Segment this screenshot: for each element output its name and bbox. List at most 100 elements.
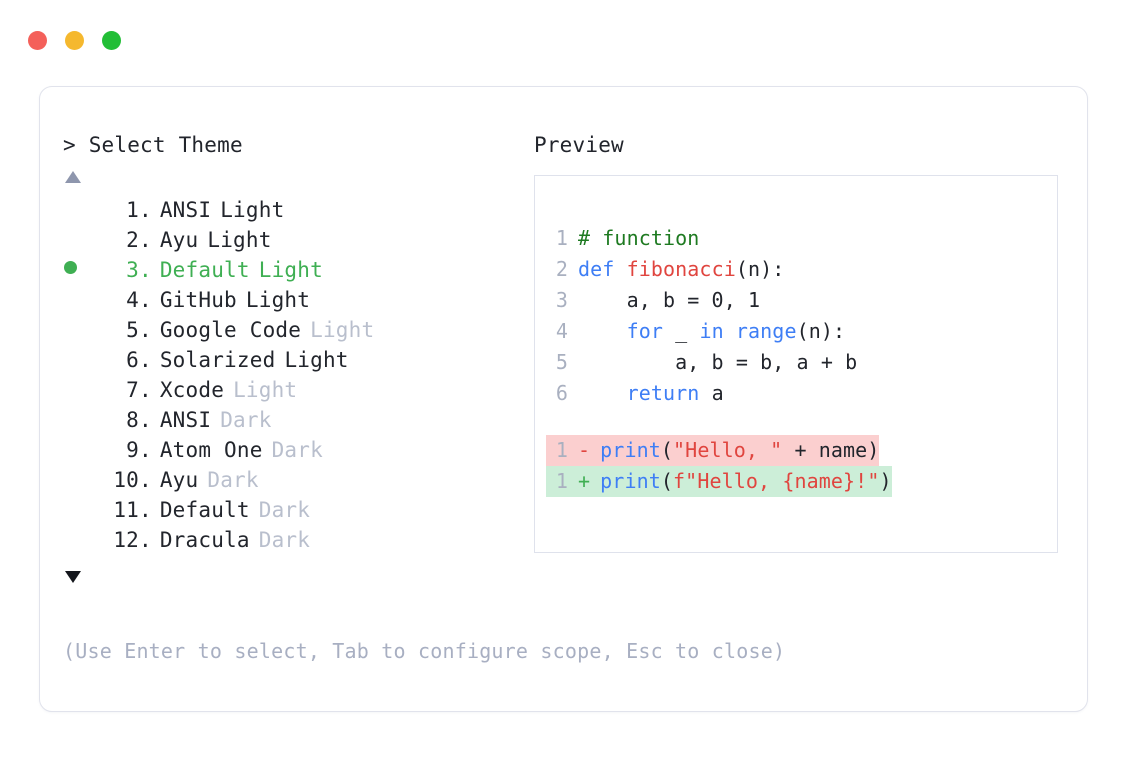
theme-index: 2 <box>126 228 139 252</box>
theme-name: Ayu <box>159 468 199 492</box>
theme-variant: Light <box>220 198 285 222</box>
diff-line-removed: 1-print("Hello, " + name) <box>546 435 880 466</box>
code-token: (n): <box>796 319 846 343</box>
theme-list-item[interactable]: 12. Dracula Dark <box>63 525 543 555</box>
diff-line-text: print("Hello, " + name) <box>600 435 879 466</box>
close-button[interactable] <box>28 31 47 50</box>
prompt-caret: > <box>63 133 76 157</box>
code-token: print <box>600 469 661 493</box>
code-line-text: a, b = b, a + b <box>578 347 857 378</box>
theme-index-dot: . <box>139 408 152 432</box>
diff-plus-sign: + <box>578 469 591 493</box>
theme-list-item[interactable]: 6. Solarized Light <box>63 345 543 375</box>
theme-list-item[interactable]: 5. Google Code Light <box>63 315 543 345</box>
preview-title: Preview <box>534 133 624 157</box>
code-line: 1 # function <box>546 223 1053 254</box>
code-token: in range <box>699 319 797 343</box>
theme-list-item[interactable]: 7. Xcode Light <box>63 375 543 405</box>
code-token: a, b = 0, 1 <box>578 288 761 312</box>
theme-variant: Light <box>284 348 349 372</box>
theme-index-dot: . <box>139 318 152 342</box>
code-token: "Hello, " <box>673 438 783 462</box>
theme-index-dot: . <box>139 528 152 552</box>
window-controls <box>28 31 121 50</box>
theme-index-dot: . <box>139 438 152 462</box>
theme-index: 4 <box>126 288 139 312</box>
theme-index: 6 <box>126 348 139 372</box>
theme-index: 5 <box>126 318 139 342</box>
code-token: a, b = b, a + b <box>578 350 858 374</box>
code-token: (n): <box>735 257 785 281</box>
theme-list-item[interactable]: 1. ANSI Light <box>63 195 543 225</box>
theme-variant: Light <box>310 318 375 342</box>
line-number: 4 <box>555 319 568 343</box>
code-token: a <box>699 381 724 405</box>
theme-variant: Dark <box>271 438 323 462</box>
theme-variant: Light <box>258 258 323 282</box>
maximize-button[interactable] <box>102 31 121 50</box>
code-token: f"Hello, <box>673 469 783 493</box>
bullet-icon <box>64 261 77 274</box>
theme-index: 1 <box>126 198 139 222</box>
theme-variant: Dark <box>258 498 311 522</box>
theme-index: 12 <box>113 528 139 552</box>
theme-variant: Dark <box>207 468 259 492</box>
theme-name: Dracula <box>159 528 250 552</box>
theme-name: ANSI <box>159 198 212 222</box>
code-line: 4 for _ in range(n): <box>546 316 1053 347</box>
theme-name: Xcode <box>159 378 225 402</box>
theme-index: 3 <box>126 258 139 282</box>
selected-bullet <box>63 255 93 285</box>
theme-variant: Light <box>233 378 298 402</box>
theme-index: 7 <box>126 378 139 402</box>
line-number: 6 <box>555 381 568 405</box>
code-line-text: return a <box>578 378 724 409</box>
theme-index-dot: . <box>139 198 152 222</box>
code-line: 6 return a <box>546 378 1053 409</box>
keyboard-hint: (Use Enter to select, Tab to configure s… <box>63 639 786 663</box>
code-line: 2 def fibonacci(n): <box>546 254 1053 285</box>
line-number: 1 <box>555 226 568 250</box>
theme-index: 8 <box>126 408 139 432</box>
code-token: _ <box>663 319 700 343</box>
line-number: 3 <box>555 288 568 312</box>
theme-index: 11 <box>113 498 139 522</box>
theme-index-dot: . <box>139 228 152 252</box>
theme-name: Google Code <box>159 318 302 342</box>
theme-name: Solarized <box>159 348 276 372</box>
theme-index-dot: . <box>139 258 152 282</box>
code-token: ) <box>879 469 892 493</box>
scroll-down-arrow[interactable] <box>63 563 543 589</box>
code-token: # function <box>578 226 700 250</box>
code-token: fibonacci <box>626 257 736 281</box>
code-line: 3 a, b = 0, 1 <box>546 285 1053 316</box>
theme-variant: Dark <box>220 408 272 432</box>
line-number: 2 <box>555 257 568 281</box>
code-token <box>578 319 627 343</box>
triangle-up-icon <box>65 170 81 183</box>
theme-index-dot: . <box>139 348 152 372</box>
diff-block: 1-print("Hello, " + name)1+print(f"Hello… <box>546 435 1053 497</box>
code-line-text: def fibonacci(n): <box>578 254 784 285</box>
theme-variant: Dark <box>258 528 311 552</box>
theme-name: GitHub <box>159 288 237 312</box>
theme-index-dot: . <box>139 468 152 492</box>
line-number: 1 <box>555 469 568 493</box>
code-token: !" <box>855 469 880 493</box>
theme-index-dot: . <box>139 378 152 402</box>
minimize-button[interactable] <box>65 31 84 50</box>
code-token: + name) <box>782 438 880 462</box>
scroll-up-arrow[interactable] <box>63 163 543 189</box>
theme-index-dot: . <box>139 498 152 522</box>
